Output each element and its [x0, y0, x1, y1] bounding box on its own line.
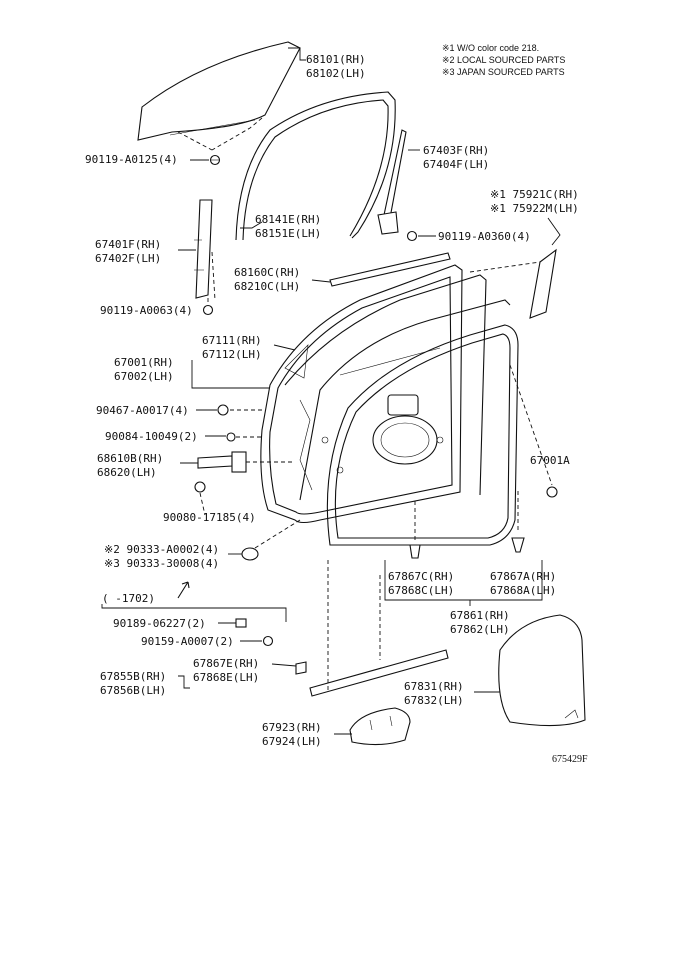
label-75921c: ※1 75921C(RH) [490, 188, 579, 201]
label-67112: 67112(LH) [202, 348, 262, 361]
label-90333-30008: ※3 90333-30008(4) [104, 557, 219, 570]
label-90119-a0360: 90119-A0360(4) [438, 230, 531, 243]
door-check [197, 451, 247, 473]
label-67923: 67923(RH) [262, 721, 322, 734]
label-67831: 67831(RH) [404, 680, 464, 693]
clip-icon [409, 544, 421, 559]
label-67856b: 67856B(LH) [100, 684, 166, 697]
label-67001: 67001(RH) [114, 356, 174, 369]
bolt-icon [406, 230, 418, 242]
label-90159-a0007: 90159-A0007(2) [141, 635, 234, 648]
rear-lower-channel [194, 199, 213, 299]
run-channel [235, 91, 396, 241]
mirror-garnish [529, 248, 557, 319]
callout-labels: 68101(RH) 68102(LH) 90119-A0125(4) 67403… [85, 53, 579, 748]
label-68210c: 68210C(LH) [234, 280, 300, 293]
door-weatherstrip [326, 324, 519, 546]
label-67861: 67861(RH) [450, 609, 510, 622]
clip-icon [511, 537, 525, 553]
door-glass [137, 41, 301, 141]
note-3: ※3 JAPAN SOURCED PARTS [442, 67, 565, 77]
nut-icon [194, 481, 206, 493]
note-1: ※1 W/O color code 218. [442, 43, 539, 53]
label-67402f: 67402F(LH) [95, 252, 161, 265]
label-68620: 68620(LH) [97, 466, 157, 479]
label-67001a: 67001A [530, 454, 570, 467]
label-67867a: 67867A(RH) [490, 570, 556, 583]
label-67403f: 67403F(RH) [423, 144, 489, 157]
label-67855b: 67855B(RH) [100, 670, 166, 683]
label-67111: 67111(RH) [202, 334, 262, 347]
label-67862: 67862(LH) [450, 623, 510, 636]
label-90189-06227: 90189-06227(2) [113, 617, 206, 630]
bolt-icon [226, 432, 236, 442]
label-90119-a0125: 90119-A0125(4) [85, 153, 178, 166]
division-bar [377, 129, 407, 235]
label-67868c: 67868C(LH) [388, 584, 454, 597]
label-90467-a0017: 90467-A0017(4) [96, 404, 189, 417]
belt-weatherstrip [329, 252, 451, 287]
label-date-range: ( -1702) [102, 592, 155, 605]
clip-icon [295, 661, 307, 675]
hole-plug-icon [241, 547, 259, 561]
label-67867c: 67867C(RH) [388, 570, 454, 583]
label-90084-10049: 90084-10049(2) [105, 430, 198, 443]
label-68160c: 68160C(RH) [234, 266, 300, 279]
label-90119-a0063: 90119-A0063(4) [100, 304, 193, 317]
service-hole-cover [498, 614, 586, 727]
label-90333-a0002: ※2 90333-A0002(4) [104, 543, 219, 556]
label-68141e: 68141E(RH) [255, 213, 321, 226]
bolt-icon [202, 304, 214, 316]
door-lower-moulding [309, 649, 449, 697]
screw-icon [235, 618, 247, 628]
label-90080-17185: 90080-17185(4) [163, 511, 256, 524]
armrest-pad [349, 707, 411, 746]
label-67868a: 67868A(LH) [490, 584, 556, 597]
screw-icon [262, 635, 274, 647]
label-67002: 67002(LH) [114, 370, 174, 383]
label-75922m: ※1 75922M(LH) [490, 202, 579, 215]
label-67832: 67832(LH) [404, 694, 464, 707]
label-68610b: 68610B(RH) [97, 452, 163, 465]
label-67401f: 67401F(RH) [95, 238, 161, 251]
figure-number: 675429F [552, 754, 588, 765]
label-68151e: 68151E(LH) [255, 227, 321, 240]
label-68101: 68101(RH) [306, 53, 366, 66]
clip-icon [546, 486, 558, 498]
label-67868e: 67868E(LH) [193, 671, 259, 684]
bolt-icon [209, 154, 221, 166]
label-67867e: 67867E(RH) [193, 657, 259, 670]
arrow-icon [177, 581, 190, 599]
label-67404f: 67404F(LH) [423, 158, 489, 171]
bolt-icon [217, 404, 229, 416]
note-2: ※2 LOCAL SOURCED PARTS [442, 55, 565, 65]
label-67924: 67924(LH) [262, 735, 322, 748]
label-68102: 68102(LH) [306, 67, 366, 80]
